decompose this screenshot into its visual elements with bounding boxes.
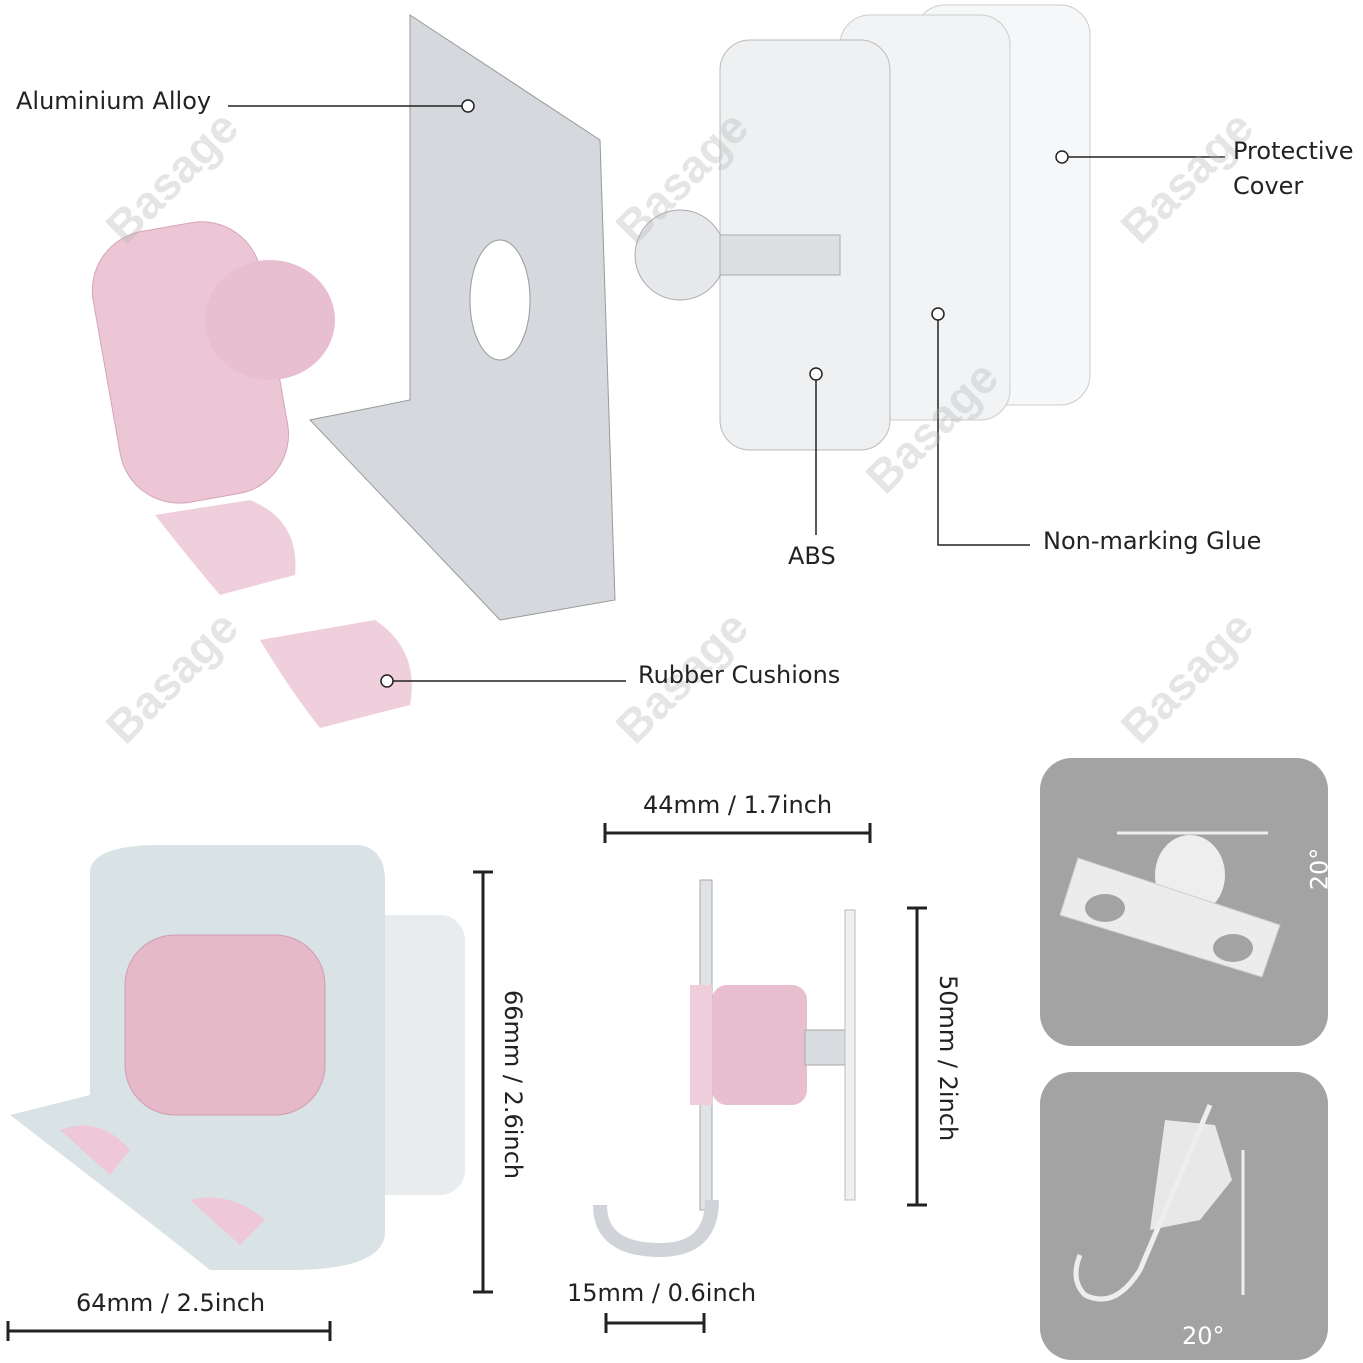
rubber-cushion-2 [260,620,412,728]
side-hook [593,1199,719,1258]
label-protective-cover-2: Cover [1233,172,1304,200]
dim-hook-depth: 15mm / 0.6inch [567,1279,757,1307]
label-aluminium-alloy: Aluminium Alloy [16,87,212,115]
dim-side-top: 44mm / 1.7inch [643,791,833,819]
aluminium-plate [309,14,616,621]
label-rubber-cushions: Rubber Cushions [638,661,841,689]
angle-bottom: 20° [1182,1322,1225,1350]
side-magnet [712,985,807,1105]
label-non-marking-glue: Non-marking Glue [1043,527,1262,555]
label-abs: ABS [788,542,836,570]
rubber-cushion-1 [155,500,296,595]
dim-front-height: 66mm / 2.6inch [499,990,527,1180]
dim-side-height: 50mm / 2inch [934,975,962,1142]
front-backplate [360,915,465,1195]
dim-front-width: 64mm / 2.5inch [76,1289,266,1317]
angle-top: 20° [1305,847,1334,891]
label-protective-cover-1: Protective [1233,137,1354,165]
